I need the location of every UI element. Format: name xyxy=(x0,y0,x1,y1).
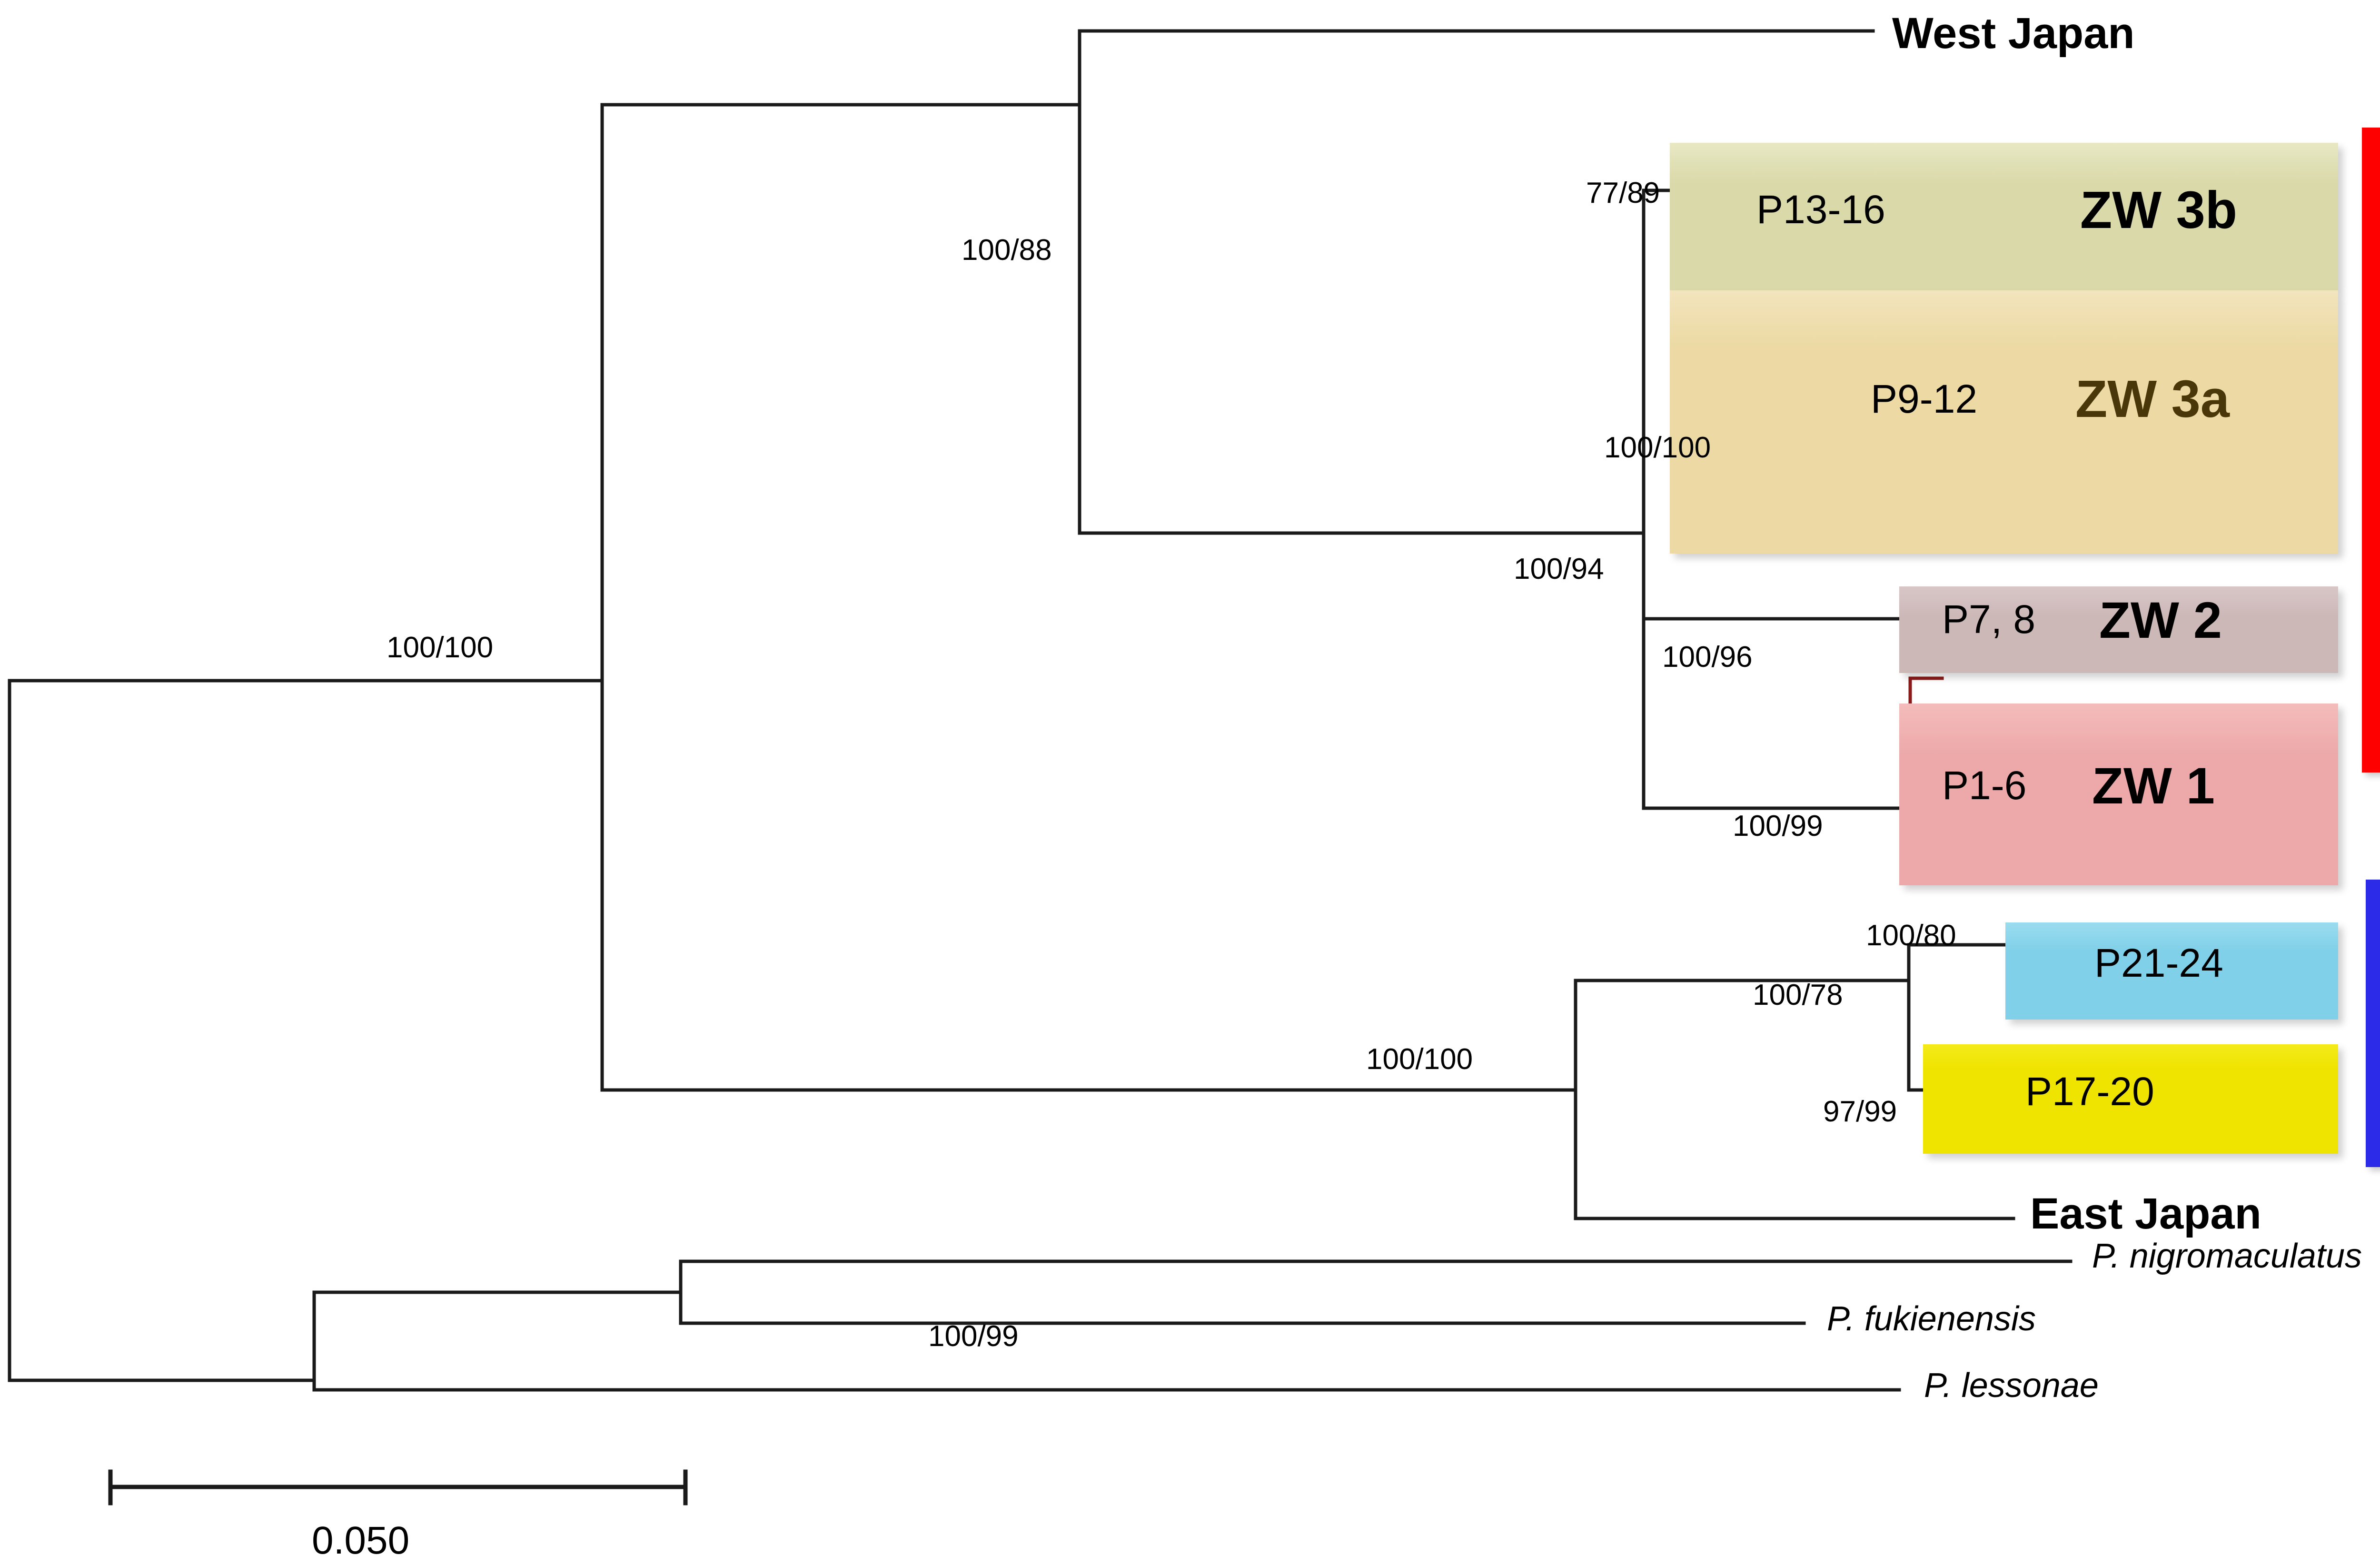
support-neozw1: 97/99 xyxy=(1823,1095,1897,1128)
clade-name-label-zw1: ZW 1 xyxy=(2092,757,2215,814)
support-root-main: 100/100 xyxy=(387,631,494,664)
clade-box-neozw1 xyxy=(1923,1044,2338,1154)
scale-bar-label: 0.050 xyxy=(312,1519,410,1562)
clade-pop-label-zw1: P1-6 xyxy=(1942,763,2027,808)
clade-pop-label-zw3b: P13-16 xyxy=(1756,187,1885,232)
clade-box-zw3a xyxy=(1670,290,2338,554)
support-east-crown: 100/100 xyxy=(1366,1043,1473,1076)
group-bar-neo xyxy=(2366,880,2380,1167)
clade-box-neozw2 xyxy=(2005,922,2338,1020)
scale-bar xyxy=(108,1469,688,1506)
clade-box-zw3b xyxy=(1670,143,2338,290)
taxon-label-p-nigromaculatus: P. nigromaculatus xyxy=(2092,1237,2362,1275)
taxon-label-p-lessonae: P. lessonae xyxy=(1924,1367,2099,1405)
group-bar-zw xyxy=(2362,128,2380,773)
taxon-label-p-fukienensis: P. fukienensis xyxy=(1827,1300,2036,1338)
support-zw3-split: 100/100 xyxy=(1604,431,1711,464)
clade-pop-label-zw2: P7, 8 xyxy=(1942,597,2036,642)
support-zw2-zw1: 100/96 xyxy=(1662,641,1753,674)
clade-name-label-zw2: ZW 2 xyxy=(2099,591,2222,649)
support-zw3-crown: 77/89 xyxy=(1586,177,1660,209)
clade-pop-label-neozw1: P17-20 xyxy=(2025,1069,2154,1114)
clade-box-zw1 xyxy=(1899,703,2338,885)
clade-name-label-zw3a: ZW 3a xyxy=(2075,370,2230,428)
clade-pop-label-neozw2: P21-24 xyxy=(2094,941,2223,985)
taxon-label-east-japan: East Japan xyxy=(2030,1189,2261,1238)
taxon-label-west-japan: West Japan xyxy=(1892,9,2135,58)
clade-box-zw2 xyxy=(1899,586,2338,673)
support-zw-crown: 100/94 xyxy=(1514,553,1604,585)
support-outgroup: 100/99 xyxy=(928,1320,1019,1353)
support-zw1: 100/99 xyxy=(1733,810,1823,842)
support-neo-split: 100/78 xyxy=(1753,979,1843,1011)
support-west-zw: 100/88 xyxy=(962,234,1052,267)
support-neozw2: 100/80 xyxy=(1866,919,1956,952)
clade-name-label-zw3b: ZW 3b xyxy=(2080,181,2237,239)
clade-pop-label-zw3a: P9-12 xyxy=(1871,376,1978,421)
